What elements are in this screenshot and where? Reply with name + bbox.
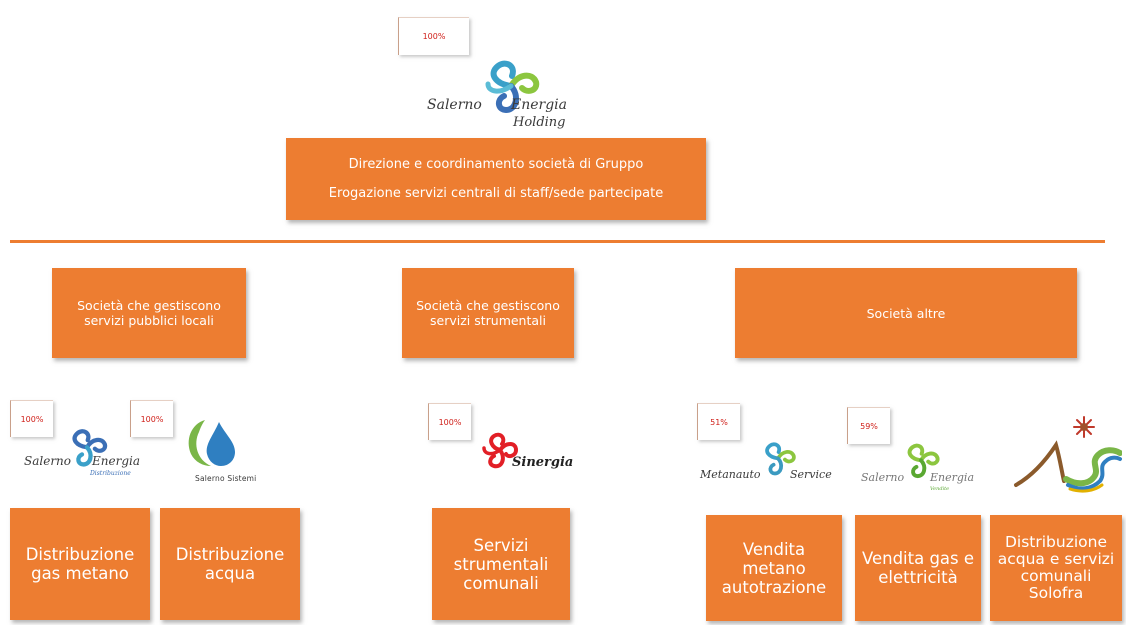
company5-logo-sub: Vendite	[930, 486, 950, 492]
holding-logo-word1: Salerno	[427, 97, 482, 113]
company4-percentage-badge: 51%	[697, 403, 740, 440]
company5-activity-box: Vendita gas e elettricità	[855, 515, 981, 621]
company1-logo-sub: Distribuzione	[90, 470, 131, 477]
swirl-logo-icon	[72, 429, 108, 467]
swirl-logo-icon	[907, 443, 940, 479]
company5-logo-word1: Salerno	[861, 471, 905, 484]
category-box-altre: Società altre	[735, 268, 1077, 358]
swirl-logo-icon	[765, 442, 796, 476]
company3-activity-box: Servizi strumentali comunali	[432, 508, 570, 620]
solofra-logo-icon	[1014, 416, 1122, 493]
holding-logo-word3: Holding	[513, 115, 566, 130]
company3-percentage-badge: 100%	[428, 403, 471, 440]
holding-line2: Erogazione servizi centrali di staff/sed…	[328, 186, 664, 201]
company6-activity-box: Distribuzione acqua e servizi comunali S…	[990, 515, 1122, 621]
sinergia-swirl-logo-icon	[482, 432, 519, 469]
category-box-strumentali: Società che gestiscono servizi strumenta…	[402, 268, 574, 358]
water-drop-logo-icon	[188, 420, 235, 466]
company4-logo-word2: Service	[790, 468, 832, 481]
company2-logo-word1: Salerno Sistemi	[195, 474, 257, 483]
holding-logo-word2: Energia	[511, 97, 567, 113]
holding-line1: Direzione e coordinamento società di Gru…	[348, 157, 644, 172]
holding-box: Direzione e coordinamento società di Gru…	[286, 138, 706, 220]
company1-logo-word1: Salerno	[24, 454, 72, 468]
company1-logo-word2: Energia	[92, 454, 140, 468]
company2-percentage-badge: 100%	[130, 400, 173, 437]
holding-percentage-badge: 100%	[398, 17, 469, 55]
company4-activity-box: Vendita metano autotrazione	[706, 515, 842, 621]
company2-activity-box: Distribuzione acqua	[160, 508, 300, 620]
company3-logo-word1: Sinergia	[512, 455, 574, 470]
company1-activity-box: Distribuzione gas metano	[10, 508, 150, 620]
swirl-logo-icon	[485, 60, 540, 114]
category-box-pubblici: Società che gestiscono servizi pubblici …	[52, 268, 246, 358]
company5-logo-word2: Energia	[930, 471, 974, 484]
company1-percentage-badge: 100%	[10, 400, 53, 437]
company5-percentage-badge: 59%	[847, 407, 890, 444]
company4-logo-word1: Metanauto	[700, 468, 761, 481]
divider-line	[10, 240, 1105, 243]
